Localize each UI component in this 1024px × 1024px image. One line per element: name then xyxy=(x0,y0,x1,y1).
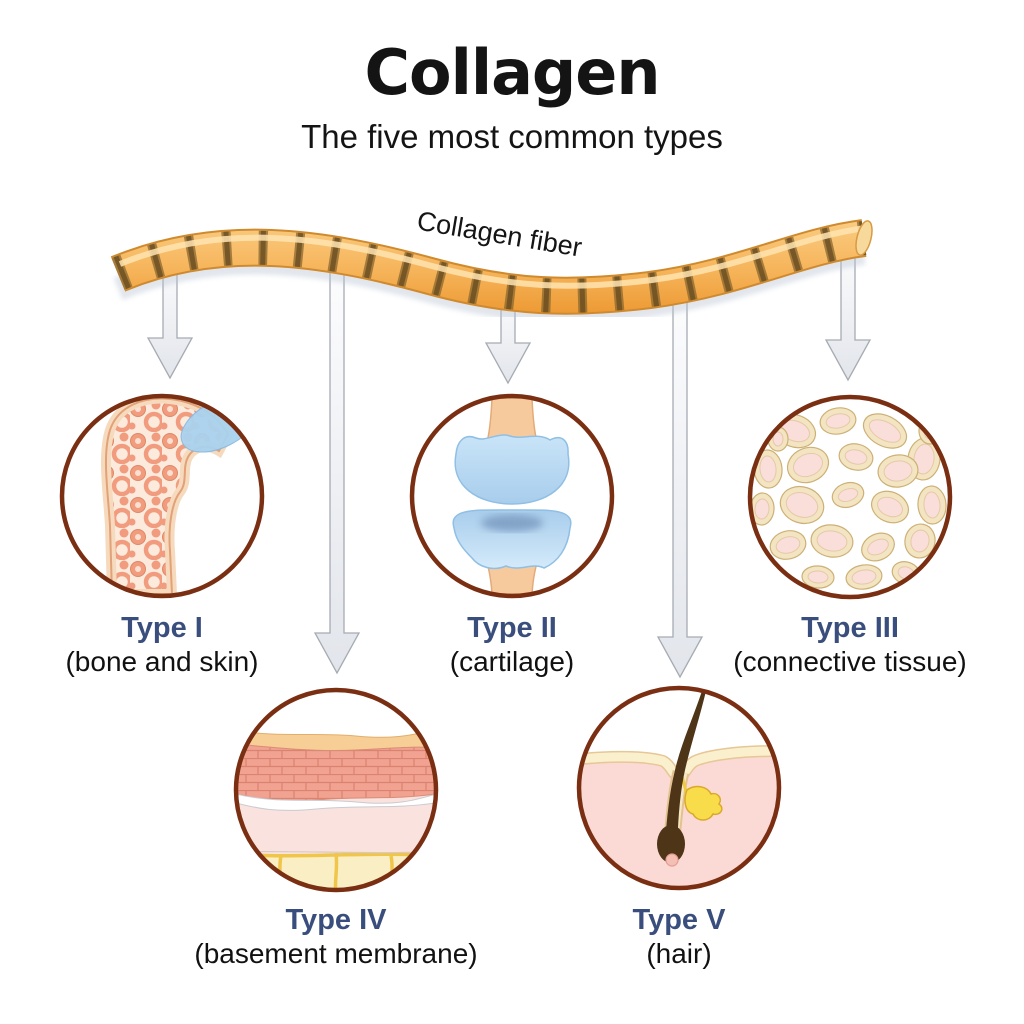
type-iii-circle xyxy=(747,394,953,600)
type-v-illustration xyxy=(576,685,782,891)
epidermis-brick-layer xyxy=(238,743,434,802)
type-iv-label: Type IV (basement membrane) xyxy=(166,903,506,971)
type-ii-illustration xyxy=(409,393,615,599)
type-iv-title: Type IV xyxy=(285,904,387,936)
type-i-label: Type I (bone and skin) xyxy=(0,611,332,679)
sebaceous-gland xyxy=(684,785,723,821)
type-i-title: Type I xyxy=(121,612,203,644)
type-iii-subtitle: (connective tissue) xyxy=(733,646,967,677)
tissue-mesh xyxy=(752,399,948,595)
type-iii-title: Type III xyxy=(801,612,899,644)
type-ii-title: Type II xyxy=(467,612,557,644)
joint-shadow xyxy=(481,514,543,532)
hair-shaft xyxy=(665,691,706,842)
type-i-illustration xyxy=(59,393,265,599)
down-arrow-icon xyxy=(656,287,704,679)
hair-bulb xyxy=(657,825,685,863)
fiber-label: Collagen fiber xyxy=(415,206,584,263)
type-v-circle xyxy=(576,685,782,891)
type-i-circle xyxy=(59,393,265,599)
type-i-subtitle: (bone and skin) xyxy=(65,646,259,677)
cartilage-top xyxy=(454,434,570,505)
type-iv-subtitle: (basement membrane) xyxy=(194,938,478,969)
collagen-fiber-illustration: Collagen fiber xyxy=(110,206,873,323)
type-ii-circle xyxy=(409,393,615,599)
fiber-end-cap xyxy=(855,220,873,256)
type-ii-subtitle: (cartilage) xyxy=(449,646,575,677)
dermal-papilla xyxy=(665,853,679,867)
type-iv-illustration xyxy=(233,687,439,893)
type-iv-circle xyxy=(233,687,439,893)
page-title: Collagen xyxy=(364,36,660,109)
basement-membrane-line xyxy=(238,793,434,811)
type-iii-illustration xyxy=(747,394,953,600)
type-iii-label: Type III (connective tissue) xyxy=(680,611,1020,679)
type-ii-label: Type II (cartilage) xyxy=(342,611,682,679)
down-arrow-icon xyxy=(313,261,361,675)
type-v-label: Type V (hair) xyxy=(509,903,849,971)
type-v-title: Type V xyxy=(632,904,726,936)
page-subtitle: The five most common types xyxy=(301,118,723,155)
type-v-subtitle: (hair) xyxy=(646,938,712,969)
